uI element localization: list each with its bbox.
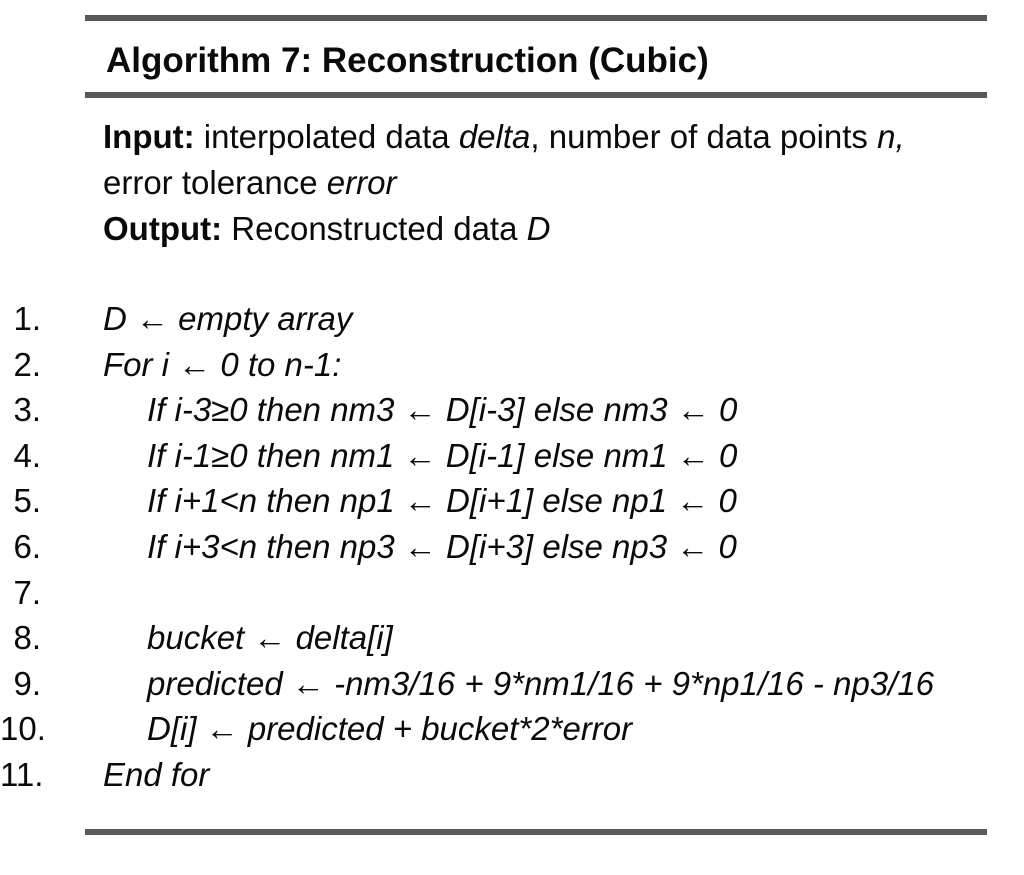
code-line-11: 11. End for (0, 752, 1024, 798)
line-text: If i-1≥0 then nm1 ← D[i-1] else nm1 ← 0 (147, 436, 738, 474)
line-text: predicted ← -nm3/16 + 9*nm1/16 + 9*np1/1… (147, 664, 935, 702)
input-var-delta: delta (458, 118, 531, 155)
line-text: bucket ← delta[i] (147, 619, 393, 657)
line-text: D ← empty array (103, 300, 353, 337)
code-line-5: 5. If i+1<n then np1 ← D[i+1] else np1 ← … (0, 478, 1024, 524)
input-text-1: interpolated data (194, 118, 459, 155)
input-line-1: Input: interpolated data delta, number o… (103, 114, 905, 160)
line-text: D[i] ← predicted + bucket*2*error (147, 710, 633, 748)
output-line: Output: Reconstructed data D (103, 206, 905, 252)
code-line-7: 7. (0, 570, 1024, 616)
io-block: Input: interpolated data delta, number o… (103, 114, 905, 252)
line-text: For i ← 0 to n-1: (103, 345, 342, 383)
line-number: 7. (13, 573, 41, 611)
code-line-2: 2. For i ← 0 to n-1: (0, 342, 1024, 388)
input-label: Input: (103, 118, 195, 155)
top-rule (85, 15, 987, 21)
line-number: 9. (13, 664, 41, 702)
code-line-8: 8. bucket ← delta[i] (0, 615, 1024, 661)
line-text: If i+1<n then np1 ← D[i+1] else np1 ← 0 (147, 482, 737, 520)
code-line-1: 1. D ← empty array (0, 296, 1024, 342)
pseudocode-block: 1. D ← empty array 2. For i ← 0 to n-1: 3.… (0, 296, 1024, 798)
algorithm-title: Algorithm 7: Reconstruction (Cubic) (106, 41, 709, 80)
input-text-3: error tolerance (103, 164, 327, 201)
code-line-6: 6. If i+3<n then np3 ← D[i+3] else np3 ← … (0, 524, 1024, 570)
line-number: 6. (13, 527, 41, 565)
line-number: 3. (13, 391, 41, 429)
line-text: If i-3≥0 then nm3 ← D[i-3] else nm3 ← 0 (147, 391, 738, 429)
code-line-4: 4. If i-1≥0 then nm1 ← D[i-1] else nm1 ← … (0, 433, 1024, 479)
input-text-2: , number of data points (530, 118, 878, 155)
output-var-d: D (526, 210, 551, 247)
line-number: 10. (0, 710, 46, 748)
bottom-rule (85, 829, 987, 835)
output-label: Output: (103, 210, 223, 247)
line-number: 5. (13, 482, 41, 520)
line-number: 1. (13, 300, 41, 337)
line-number: 11. (0, 755, 44, 793)
code-line-10: 10. D[i] ← predicted + bucket*2*error (0, 706, 1024, 752)
line-text: If i+3<n then np3 ← D[i+3] else np3 ← 0 (147, 527, 737, 565)
line-number: 2. (13, 345, 41, 383)
code-line-9: 9. predicted ← -nm3/16 + 9*nm1/16 + 9*np1… (0, 661, 1024, 707)
output-text: Reconstructed data (222, 210, 527, 247)
input-line-2: error tolerance error (103, 160, 905, 206)
line-number: 4. (13, 436, 41, 474)
line-number: 8. (13, 619, 41, 657)
title-separator-rule (85, 92, 987, 98)
code-line-3: 3. If i-3≥0 then nm3 ← D[i-3] else nm3 ← … (0, 387, 1024, 433)
input-var-error: error (326, 164, 397, 201)
line-text: End for (103, 755, 210, 793)
input-var-n: n, (877, 118, 905, 155)
